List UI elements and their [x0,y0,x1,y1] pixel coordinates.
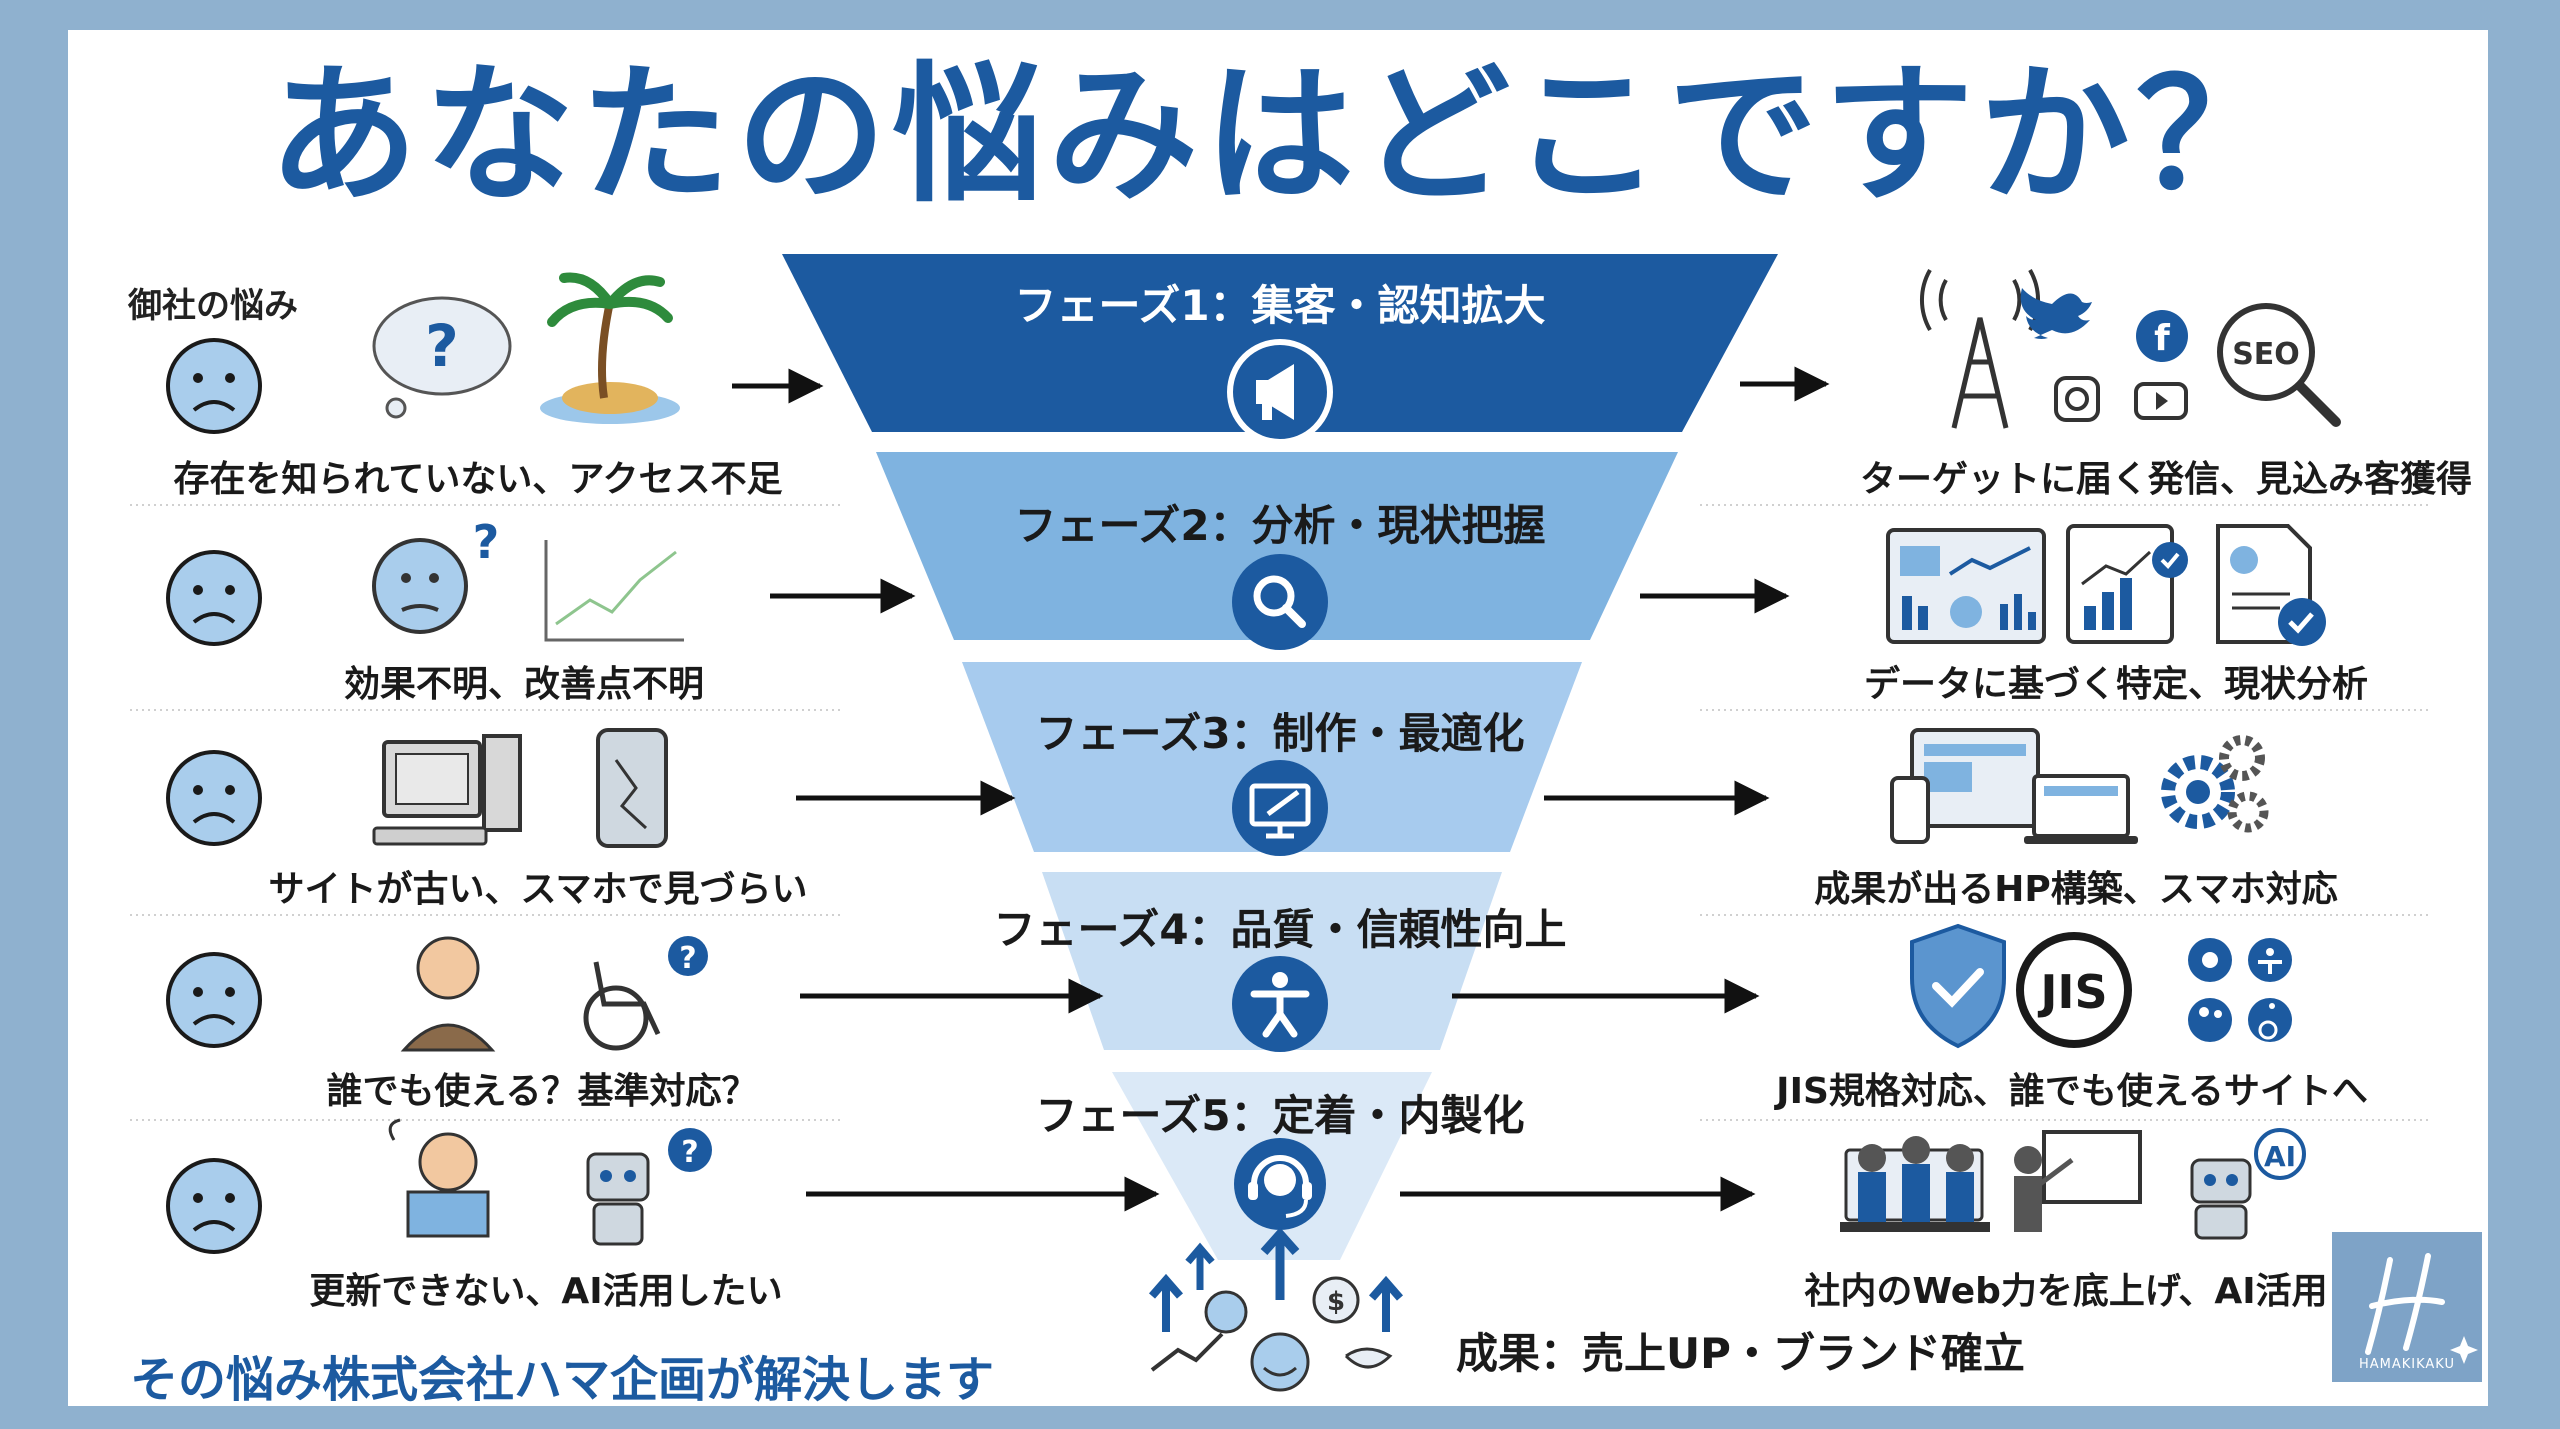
problem-label-4: 誰でも使える？基準対応？ [326,1071,758,1112]
old-computer-icon [372,734,522,846]
presentation-icon [2014,1130,2142,1232]
jis-label: JIS [2037,965,2107,1019]
bottom-message: その悩み株式会社ハマ企画が解決します [130,1352,995,1408]
svg-text:$: $ [1327,1287,1345,1317]
phase-label-3: フェーズ3：制作・最適化 [1035,709,1525,758]
ai-robot-icon: AI [2190,1128,2306,1240]
page-title: あなたの悩みはどこですか？ [268,49,2292,223]
social-media-icons: f [2020,288,2188,422]
phase-label-5: フェーズ5：定着・内製化 [1035,1091,1525,1140]
solution-label-5: 社内のWeb力を底上げ、AI活用 [1804,1271,2328,1312]
reading-person-icon [388,1118,490,1238]
logo-mark-icon [2365,1253,2478,1364]
problem-label-1: 存在を知られていない、アクセス不足 [173,459,783,500]
seo-magnifier-icon: SEO [2217,303,2341,427]
thought-question-icon: ? [372,296,512,419]
phase-label-4: フェーズ4：品質・信頼性向上 [993,905,1567,954]
ai-label: AI [2264,1140,2296,1173]
sad-face-icon [166,952,262,1048]
report-chart-icon [2066,524,2188,644]
result-label: 成果：売上UP・ブランド確立 [1456,1329,2025,1378]
team-meeting-icon [1840,1136,1990,1232]
line-graph-icon [544,540,684,642]
sad-face-icon [166,550,262,646]
jis-mark-icon: JIS [2016,932,2132,1048]
deserted-island-icon [540,272,680,424]
elderly-person-icon [400,936,496,1052]
shield-check-icon [1910,923,2006,1049]
megaphone-icon [1227,339,1333,445]
design-monitor-icon [1232,760,1328,856]
seo-label: SEO [2232,337,2300,372]
phase-label-1: フェーズ1：集客・認知拡大 [1014,281,1546,330]
problem-label-5: 更新できない、AI活用したい [309,1271,783,1312]
svg-text:?: ? [679,941,696,976]
logo-text: HAMAKIKAKU [2358,1357,2456,1372]
svg-text:?: ? [473,515,500,569]
sad-face-icon [166,1158,262,1254]
accessibility-grid-icon [2188,938,2292,1042]
company-logo: HAMAKIKAKU [2332,1232,2482,1382]
problem-label-3: サイトが古い、スマホで見づらい [268,869,808,910]
wheelchair-icon: ? [583,936,708,1051]
accessibility-person-icon [1232,956,1328,1052]
funnel-phase-2 [876,452,1678,640]
robot-icon: ? [586,1128,712,1246]
solution-label-2: データに基づく特定、現状分析 [1863,664,2369,705]
phase-label-2: フェーズ2：分析・現状把握 [1014,501,1546,550]
confused-person-icon: ? [372,515,500,634]
gears-icon [2161,735,2269,833]
document-check-icon [2216,524,2326,646]
growth-cluster-icon: $ [1148,1227,1404,1392]
headset-support-icon [1234,1138,1326,1230]
svg-text:?: ? [425,312,459,380]
cracked-smartphone-icon [596,728,668,848]
problem-label-2: 効果不明、改善点不明 [343,664,705,705]
solution-label-1: ターゲットに届く発信、見込み客獲得 [1859,459,2473,500]
dashboard-icon [1886,528,2046,644]
funnel-phase-3 [962,662,1582,852]
broadcast-tower-icon [1919,269,2041,429]
sad-face-icon [166,338,262,434]
responsive-devices-icon [1890,728,2138,844]
left-header: 御社の悩み [128,286,298,326]
sad-face-icon [166,750,262,846]
solution-label-3: 成果が出るHP構築、スマホ対応 [1814,869,2338,910]
svg-text:f: f [2154,318,2170,359]
svg-text:?: ? [681,1135,698,1170]
solution-label-4: JIS規格対応、誰でも使えるサイトへ [1776,1071,2368,1112]
magnifier-icon [1232,554,1328,650]
